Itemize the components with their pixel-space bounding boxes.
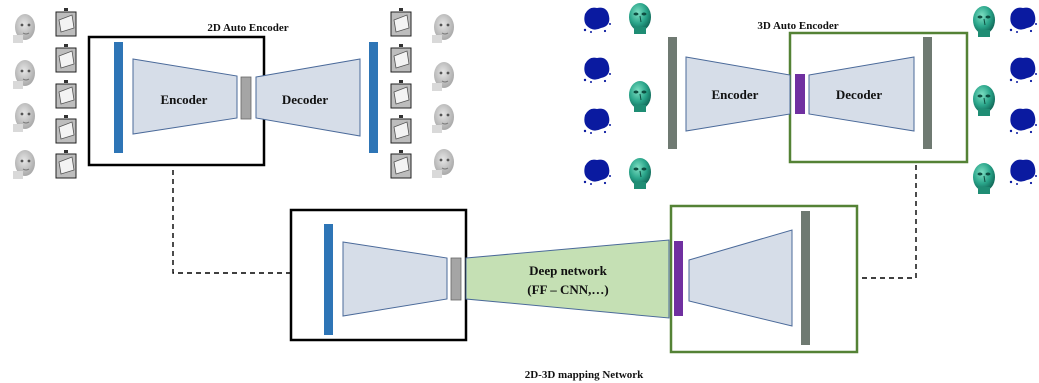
ae3d-decoder-label: Decoder <box>836 87 882 102</box>
depth-map-icon <box>55 79 77 109</box>
input-3d-cloud-column <box>583 7 611 185</box>
output-2d-depth-column <box>390 7 412 179</box>
ae2d-decoder-label: Decoder <box>282 92 328 107</box>
mapping-output-layer <box>801 211 810 345</box>
face-image-icon <box>431 148 455 179</box>
face-image-icon <box>12 149 36 180</box>
input-2d-depth-column <box>55 7 77 179</box>
ae3d-encoder-trapezoid <box>685 56 791 132</box>
face-image-icon <box>12 13 36 44</box>
output-3d-mesh-column <box>972 5 996 195</box>
depth-map-icon <box>55 114 77 144</box>
point-cloud-icon <box>1009 57 1037 83</box>
ae3d-input-layer <box>668 37 677 149</box>
input-2d-face-column <box>12 13 36 180</box>
ae3d-latent-layer <box>795 74 805 114</box>
point-cloud-icon <box>583 108 611 134</box>
mapping-title: 2D-3D mapping Network <box>525 369 644 381</box>
depth-map-icon <box>55 43 77 73</box>
connector-ae3d-to-mapping <box>858 165 917 279</box>
depth-map-icon <box>390 79 412 109</box>
ae3d-group: 3D Auto Encoder Encoder Decoder <box>668 20 969 164</box>
mapping-3d-latent <box>674 241 683 316</box>
depth-map-icon <box>390 7 412 37</box>
mapping-2d-latent <box>450 257 462 301</box>
ae2d-title: 2D Auto Encoder <box>207 22 288 34</box>
ae2d-output-layer <box>369 42 378 153</box>
ae2d-encoder-trapezoid <box>132 58 238 135</box>
mapping-decoder-trapezoid <box>688 229 793 327</box>
depth-map-icon <box>390 114 412 144</box>
ae2d-decoder-trapezoid <box>255 58 361 137</box>
output-2d-face-column <box>431 13 455 179</box>
depth-map-icon <box>390 149 412 179</box>
depth-map-icon <box>390 43 412 73</box>
point-cloud-icon <box>1009 7 1037 33</box>
face-mesh-icon <box>628 157 652 190</box>
point-cloud-icon <box>583 159 611 185</box>
ae3d-encoder-label: Encoder <box>712 87 759 102</box>
point-cloud-icon <box>1009 108 1037 134</box>
deep-network-sublabel: (FF – CNN,…) <box>527 282 608 297</box>
output-3d-cloud-column <box>1009 7 1037 185</box>
mapping-group: Deep network (FF – CNN,…) 2D-3D mapping … <box>289 204 859 381</box>
deep-network-block <box>465 239 670 319</box>
ae2d-latent-layer <box>240 76 252 120</box>
connector-ae2d-to-mapping <box>172 170 290 274</box>
face-mesh-icon <box>628 2 652 35</box>
face-mesh-icon <box>972 5 996 38</box>
face-image-icon <box>12 102 36 133</box>
deep-network-label: Deep network <box>529 263 607 278</box>
point-cloud-icon <box>583 7 611 33</box>
point-cloud-icon <box>583 57 611 83</box>
face-mesh-icon <box>972 84 996 117</box>
ae3d-decoder-trapezoid <box>808 56 915 132</box>
face-image-icon <box>431 13 455 44</box>
point-cloud-icon <box>1009 159 1037 185</box>
mapping-decoder-box <box>669 204 859 354</box>
face-image-icon <box>12 59 36 90</box>
face-image-icon <box>431 103 455 134</box>
ae3d-title: 3D Auto Encoder <box>757 20 838 32</box>
depth-map-icon <box>55 149 77 179</box>
face-mesh-icon <box>972 162 996 195</box>
ae2d-input-layer <box>114 42 123 153</box>
mapping-encoder-trapezoid <box>342 241 448 317</box>
ae2d-group: 2D Auto Encoder Encoder Decoder <box>87 22 378 167</box>
face-mesh-icon <box>628 80 652 113</box>
dashed-connectors <box>172 165 917 279</box>
ae2d-encoder-label: Encoder <box>161 92 208 107</box>
face-image-icon <box>431 61 455 92</box>
input-3d-mesh-column <box>628 2 652 190</box>
mapping-input-layer <box>324 224 333 335</box>
ae3d-output-layer <box>923 37 932 149</box>
depth-map-icon <box>55 7 77 37</box>
